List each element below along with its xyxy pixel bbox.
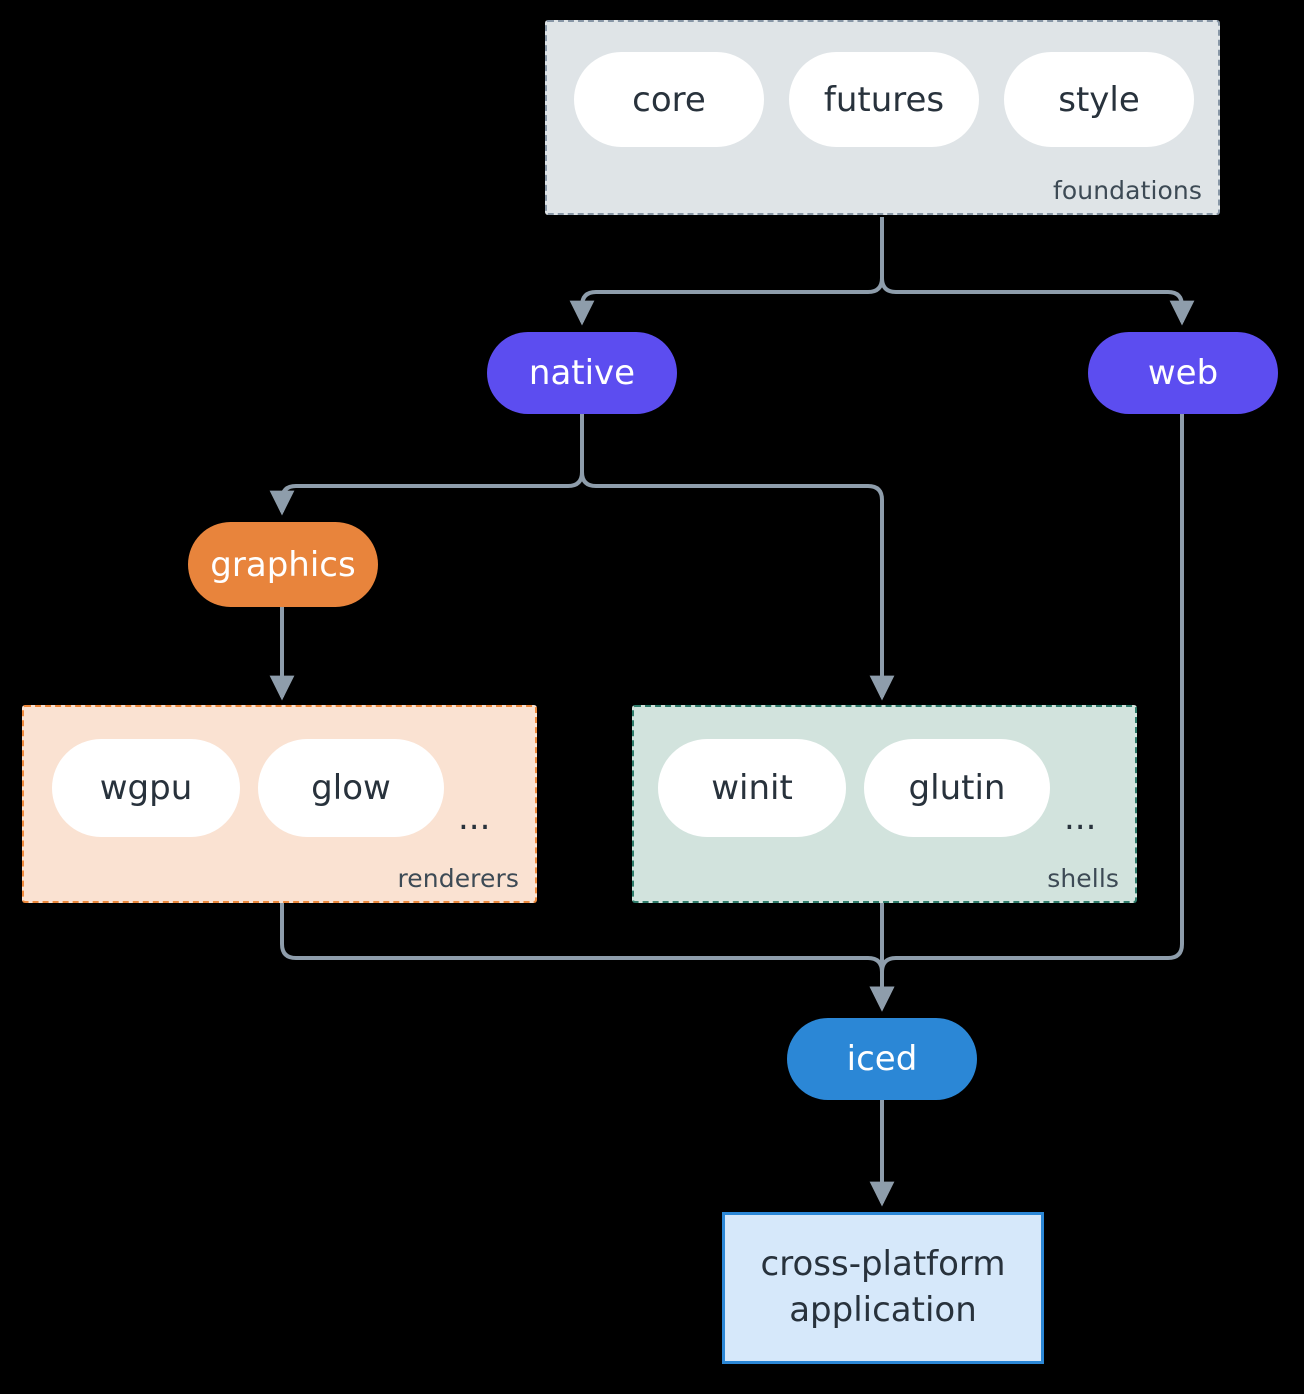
edge-native-graphics: [269, 414, 584, 516]
chip-glutin[interactable]: glutin: [864, 738, 1050, 837]
application-line-1: cross-platform: [760, 1244, 1006, 1285]
edge-foundations-web: [880, 217, 1195, 326]
chip-winit[interactable]: winit: [658, 738, 846, 837]
node-native[interactable]: native: [487, 332, 677, 414]
shells-items: winit glutin ...: [658, 733, 1110, 842]
group-label-renderers: renderers: [397, 864, 519, 893]
node-web[interactable]: web: [1088, 332, 1278, 414]
chip-glow[interactable]: glow: [258, 738, 444, 837]
renderers-items: wgpu glow ...: [52, 733, 504, 842]
group-label-shells: shells: [1047, 864, 1119, 893]
application-line-2: application: [789, 1290, 977, 1330]
shells-ellipsis: ...: [1064, 797, 1097, 838]
node-iced[interactable]: iced: [787, 1018, 977, 1100]
group-label-foundations: foundations: [1053, 176, 1202, 205]
chip-futures[interactable]: futures: [789, 52, 979, 147]
chip-style[interactable]: style: [1004, 52, 1194, 147]
group-renderers: wgpu glow ... renderers: [22, 705, 537, 903]
group-shells: winit glutin ... shells: [632, 705, 1137, 903]
node-graphics[interactable]: graphics: [188, 522, 378, 607]
renderers-ellipsis: ...: [458, 797, 491, 838]
group-foundations: core futures style foundations: [545, 20, 1220, 215]
edge-foundations-native: [569, 217, 884, 326]
node-application[interactable]: cross-platform application: [722, 1212, 1044, 1364]
chip-core[interactable]: core: [574, 52, 764, 147]
foundations-items: core futures style: [574, 52, 1194, 147]
chip-wgpu[interactable]: wgpu: [52, 738, 240, 837]
edge-native-shells: [580, 414, 895, 701]
edge-renderers-iced: [280, 903, 895, 1012]
